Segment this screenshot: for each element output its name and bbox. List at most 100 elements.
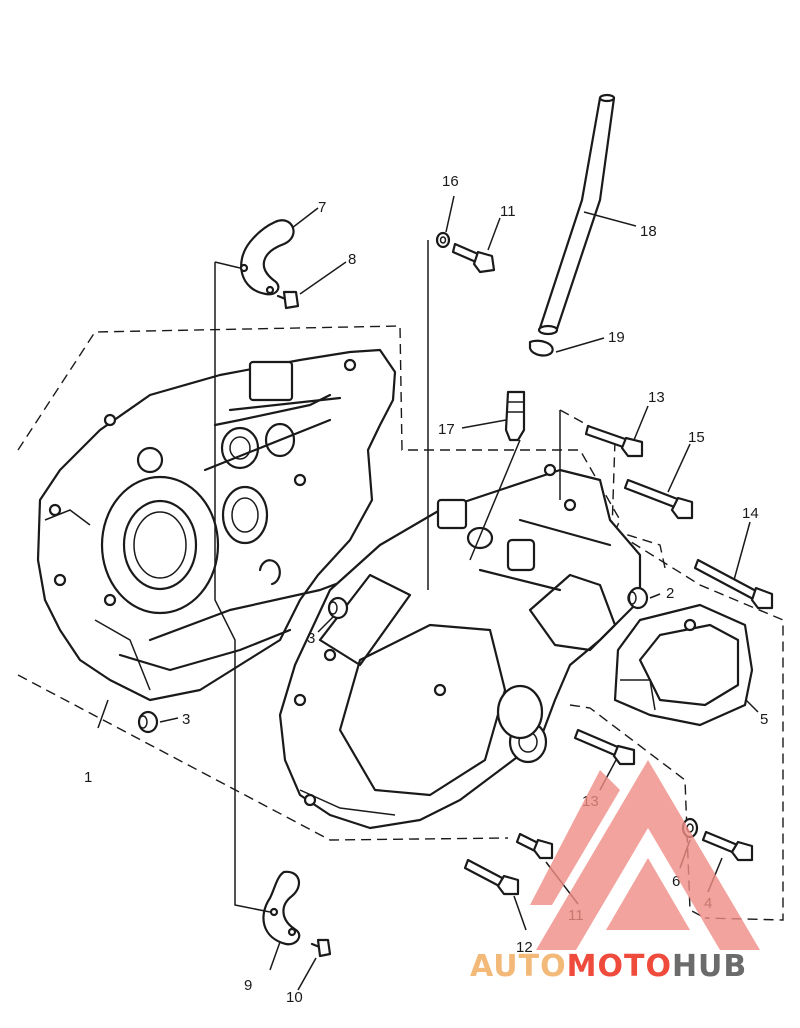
right-crankcase-body [278, 468, 642, 830]
right-case-bolt-hole-4 [563, 498, 577, 512]
bracket-upper-hole-1 [239, 263, 249, 273]
logo-triangle-icon [536, 760, 760, 950]
callout-5: 5 [760, 711, 768, 728]
bracket-lower-hole-2 [287, 927, 297, 937]
left-crank-bearing-bore [133, 511, 187, 579]
right-case-rib-2 [478, 568, 562, 592]
callout-16: 16 [442, 173, 459, 190]
right-case-breather-boss [506, 538, 536, 572]
callout-9: 9 [244, 977, 252, 994]
washer-16 [435, 231, 451, 249]
left-case-bolt-hole-6 [53, 573, 67, 587]
assembly-dashed-outlines [17, 325, 784, 921]
logo-inner-triangle-icon [606, 858, 690, 930]
fitting-17 [504, 390, 526, 442]
callout-13-upper: 13 [648, 389, 665, 406]
bracket-upper-hole-2 [265, 285, 275, 295]
bolt-4 [701, 830, 754, 862]
right-case-dashed-inner [569, 704, 706, 919]
right-case-top-boss [436, 498, 468, 530]
dowel-3-mid [327, 596, 349, 620]
left-case-lower-dashed [17, 674, 509, 841]
left-case-bolt-hole-5 [103, 413, 117, 427]
right-case-cover-flange [338, 623, 507, 797]
right-case-dashed-outline [559, 409, 784, 921]
bolt-13-upper [584, 424, 644, 458]
callout-19: 19 [608, 329, 625, 346]
callout-15: 15 [688, 429, 705, 446]
callout-1: 1 [84, 769, 92, 786]
callout-8: 8 [348, 251, 356, 268]
left-case-dashed-outline [17, 325, 621, 566]
left-case-oil-channel [213, 393, 332, 427]
case-cover-body [613, 603, 754, 727]
callout-18: 18 [640, 223, 657, 240]
watermark-word-hub: HUB [672, 949, 747, 984]
right-crankcase-half [278, 463, 642, 830]
callout-12: 12 [516, 939, 533, 956]
left-case-lower-flange [118, 628, 292, 672]
clip-19 [528, 339, 554, 357]
dowel-2 [627, 586, 649, 610]
left-shaft-bearing-b-inner [229, 436, 251, 460]
bracket-lower-plate [262, 870, 301, 946]
case-cover [613, 603, 754, 727]
callout-7: 7 [318, 199, 326, 216]
left-case-bolt-hole-2 [103, 593, 117, 607]
bolt-11-lower [515, 832, 554, 860]
logo-m-shape-icon [530, 770, 620, 905]
hardware [137, 93, 774, 958]
right-case-cylinder-deck [318, 573, 412, 667]
left-case-bolt-hole-4 [343, 358, 357, 372]
bolt-13-lower [573, 728, 636, 766]
watermark-word-auto: AUTO [470, 949, 567, 984]
left-case-bolt-hole-1 [48, 503, 62, 517]
left-case-edge-line [44, 509, 91, 526]
right-case-vent-port [466, 526, 494, 550]
right-case-rib-1 [518, 518, 612, 547]
watermark-word-moto: MOTO [567, 949, 672, 984]
callout-3-lower: 3 [182, 711, 190, 728]
left-case-bolt-hole-3 [293, 473, 307, 487]
right-case-bolt-hole-2 [293, 693, 307, 707]
left-case-rib-1 [203, 418, 332, 472]
right-case-bolt-hole-3 [433, 683, 447, 697]
right-case-bolt-hole-5 [543, 463, 557, 477]
bolt-11-upper [451, 242, 496, 274]
left-shaft-bearing-a [221, 485, 269, 545]
right-case-bolt-hole-6 [303, 793, 317, 807]
case-cover-rib [620, 679, 656, 711]
bracket-lower-hole-1 [269, 907, 279, 917]
callout-17: 17 [438, 421, 455, 438]
callout-6: 6 [672, 873, 680, 890]
callout-10: 10 [286, 989, 303, 1006]
bolt-12 [463, 858, 520, 896]
right-case-dashed-mid [611, 529, 666, 569]
left-shaft-bearing-d [136, 446, 164, 474]
right-case-bolt-hole-1 [323, 648, 337, 662]
left-case-cast-line [94, 619, 151, 691]
bracket-upper-plate [240, 219, 295, 296]
left-case-circlip [258, 559, 281, 586]
case-cover-bolt-hole [683, 618, 697, 632]
left-case-top-boss [248, 360, 294, 402]
callout-14: 14 [742, 505, 759, 522]
breather-pipe-18 [537, 93, 616, 336]
bracket-upper [239, 219, 295, 296]
left-crankcase-half [36, 348, 397, 702]
watermark-logo [530, 760, 760, 950]
callout-2: 2 [666, 585, 674, 602]
bolt-15 [623, 478, 694, 520]
screw-10 [310, 938, 332, 958]
screw-8 [276, 290, 300, 310]
bolt-14 [693, 558, 774, 610]
left-shaft-bearing-a-inner [231, 497, 259, 533]
right-case-inner-window [528, 573, 617, 652]
dowel-3-lower [137, 710, 159, 734]
callout-11-upper: 11 [500, 203, 516, 220]
watermark-brand: AUTOMOTOHUB [470, 949, 747, 984]
bracket-lower [262, 870, 301, 946]
callout-3-mid: 3 [307, 630, 315, 647]
